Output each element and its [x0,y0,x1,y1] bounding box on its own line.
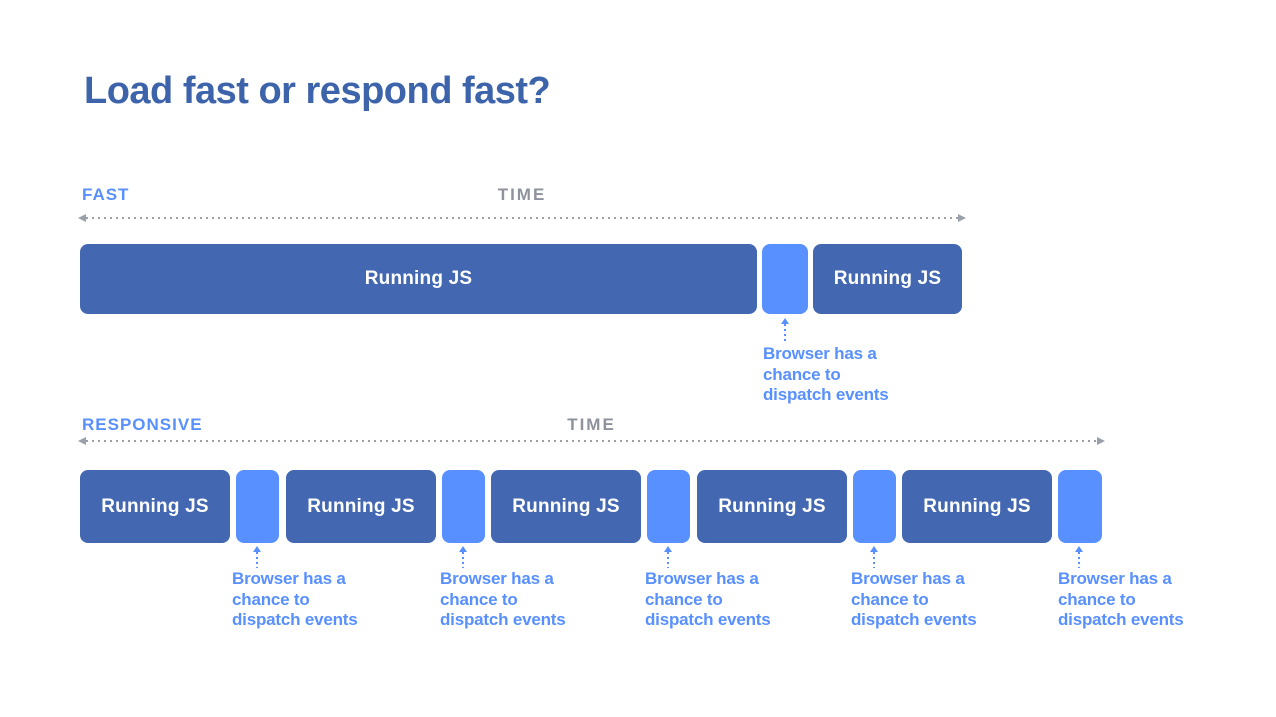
arrow-stem [256,552,258,568]
running-js-block: Running JS [80,470,230,543]
dispatch-events-annotation: Browser has a chance to dispatch events [1058,569,1216,631]
arrow-stem [1078,552,1080,568]
running-js-block: Running JS [902,470,1052,543]
dispatch-events-annotation: Browser has a chance to dispatch events [440,569,598,631]
dispatch-events-annotation: Browser has a chance to dispatch events [851,569,1009,631]
running-js-block: Running JS [80,244,757,314]
event-gap-block [647,470,690,543]
arrow-stem [667,552,669,568]
slide-title: Load fast or respond fast? [84,70,551,112]
annotation-line: chance to [763,364,841,384]
annotation-line: Browser has a [1058,569,1172,588]
annotation-line: Browser has a [440,569,554,588]
responsive-timeline-label: RESPONSIVE [82,415,203,434]
annotation-line: chance to [851,589,929,609]
annotation-line: dispatch events [763,385,889,404]
responsive-time-axis [78,437,1105,445]
annotation-line: dispatch events [645,610,771,629]
dispatch-events-annotation: Browser has a chance to dispatch events [232,569,390,631]
annotation-line: dispatch events [440,610,566,629]
axis-arrow-right-icon [958,214,966,222]
annotation-line: dispatch events [1058,610,1184,629]
fast-timeline-label: FAST [82,185,130,204]
up-arrow-icon [781,318,789,344]
event-gap-block [442,470,485,543]
axis-arrow-left-icon [78,437,86,445]
annotation-line: chance to [645,589,723,609]
up-arrow-icon [1075,546,1083,568]
annotation-line: Browser has a [645,569,759,588]
up-arrow-icon [253,546,261,568]
event-gap-block [853,470,896,543]
annotation-line: chance to [440,589,518,609]
event-gap-block [1058,470,1102,543]
annotation-line: dispatch events [851,610,977,629]
axis-arrow-left-icon [78,214,86,222]
fast-time-axis [78,214,966,222]
up-arrow-icon [664,546,672,568]
arrowhead [664,546,672,552]
running-js-label: Running JS [718,495,826,517]
running-js-label: Running JS [512,495,620,517]
annotation-line: chance to [1058,589,1136,609]
up-arrow-icon [870,546,878,568]
running-js-block: Running JS [491,470,641,543]
annotation-line: Browser has a [851,569,965,588]
running-js-block: Running JS [813,244,962,314]
arrow-stem [462,552,464,568]
event-gap-block [236,470,279,543]
arrowhead [459,546,467,552]
running-js-label: Running JS [923,495,1031,517]
dispatch-events-annotation: Browser has a chance to dispatch events [645,569,803,631]
annotation-line: chance to [232,589,310,609]
up-arrow-icon [459,546,467,568]
responsive-time-axis-label: TIME [567,415,616,434]
running-js-block: Running JS [286,470,436,543]
annotation-line: Browser has a [763,344,877,363]
event-gap-block [762,244,808,314]
arrow-stem [873,552,875,568]
arrowhead [253,546,261,552]
running-js-label: Running JS [307,495,415,517]
dispatch-events-annotation: Browser has a chance to dispatch events [763,344,921,406]
annotation-line: Browser has a [232,569,346,588]
running-js-label: Running JS [833,268,942,289]
running-js-label: Running JS [101,495,209,517]
annotation-line: dispatch events [232,610,358,629]
axis-arrow-right-icon [1097,437,1105,445]
arrowhead [870,546,878,552]
arrowhead [781,318,789,324]
arrow-stem [784,324,786,344]
arrowhead [1075,546,1083,552]
fast-time-axis-label: TIME [497,185,547,204]
running-js-block: Running JS [697,470,847,543]
running-js-label: Running JS [364,268,473,289]
